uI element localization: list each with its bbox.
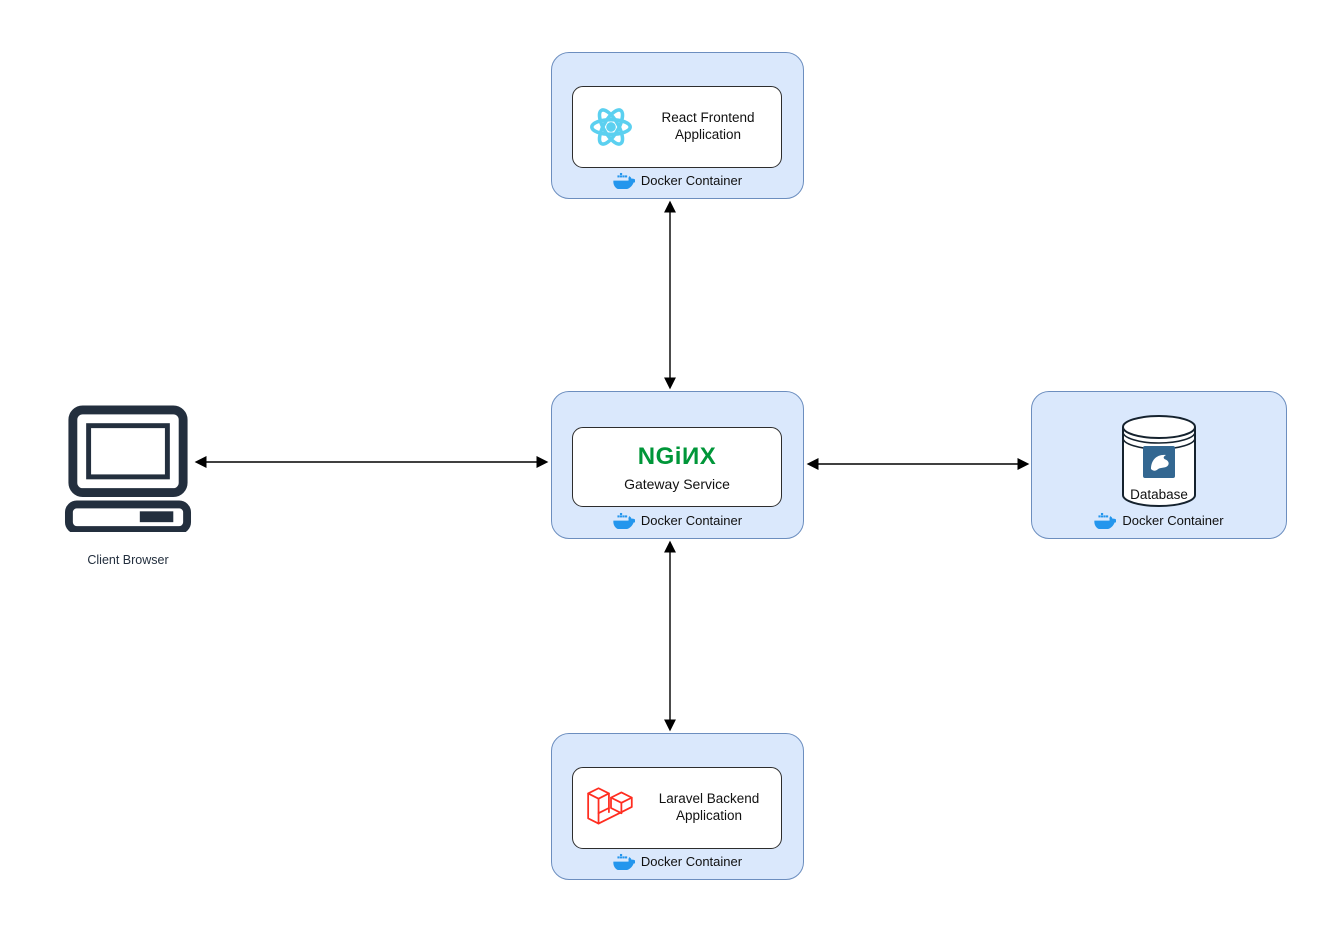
docker-badge-label: Docker Container: [1122, 513, 1224, 528]
database-cylinder-icon: [1122, 415, 1196, 507]
react-frontend-label: React Frontend Application: [661, 110, 755, 142]
docker-badge: Docker Container: [552, 172, 803, 189]
client-browser-node: Client Browser: [64, 404, 192, 567]
laravel-icon: [587, 787, 633, 825]
database-label: Database: [1130, 487, 1188, 502]
docker-badge-label: Docker Container: [640, 513, 743, 528]
react-icon: [590, 108, 632, 146]
react-frontend-node: React Frontend Application: [572, 86, 782, 168]
database-node: Database: [1122, 415, 1196, 507]
docker-badge: Docker Container: [552, 853, 803, 870]
nginx-gateway-node: NGiИX Gateway Service: [572, 427, 782, 507]
laravel-backend-label: Laravel Backend Application: [658, 791, 760, 823]
docker-whale-icon: [613, 512, 635, 529]
computer-icon: [64, 405, 192, 534]
docker-badge-label: Docker Container: [640, 854, 743, 869]
nginx-wordmark: NGiИX: [637, 442, 717, 470]
container-react-frontend: React Frontend Application Docker Contai…: [551, 52, 804, 199]
container-database: Database Docker Container: [1031, 391, 1287, 539]
docker-badge: Docker Container: [552, 512, 803, 529]
client-browser-label: Client Browser: [87, 553, 169, 567]
docker-badge-label: Docker Container: [640, 173, 743, 188]
gateway-service-label: Gateway Service: [624, 475, 730, 492]
docker-whale-icon: [613, 172, 635, 189]
docker-badge: Docker Container: [1032, 512, 1286, 529]
docker-whale-icon: [613, 853, 635, 870]
container-laravel-backend: Laravel Backend Application Docker Conta…: [551, 733, 804, 880]
laravel-backend-node: Laravel Backend Application: [572, 767, 782, 849]
docker-whale-icon: [1094, 512, 1117, 529]
container-nginx-gateway: NGiИX Gateway Service Docker Container: [551, 391, 804, 539]
